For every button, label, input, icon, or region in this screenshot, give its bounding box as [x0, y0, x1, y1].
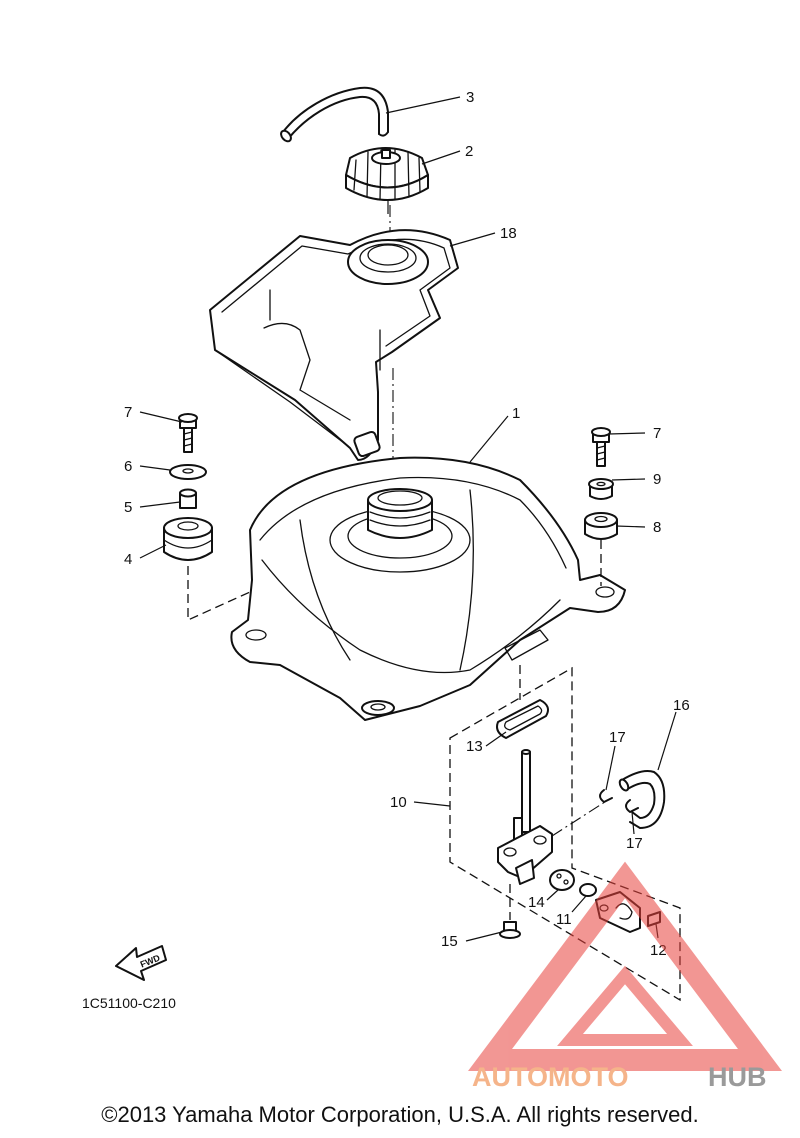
callout-10: 10 — [390, 794, 407, 811]
callout-4: 4 — [124, 551, 132, 568]
copyright-notice: ©2013 Yamaha Motor Corporation, U.S.A. A… — [101, 1102, 699, 1127]
hose-clips — [599, 789, 639, 813]
watermark-logo — [468, 861, 782, 1071]
drain-screw — [499, 921, 521, 939]
breather-hose — [280, 86, 389, 143]
callout-14: 14 — [528, 894, 545, 911]
callout-8: 8 — [653, 519, 661, 536]
callout-16: 16 — [673, 697, 690, 714]
callout-1: 1 — [512, 405, 520, 422]
fuel-cock — [497, 749, 609, 920]
watermark-hub: HUB — [708, 1062, 767, 1092]
leader-lines — [139, 96, 677, 942]
callout-11: 11 — [556, 911, 572, 928]
callout-2: 2 — [465, 143, 473, 160]
callout-7-right: 7 — [653, 425, 661, 442]
callout-9: 9 — [653, 471, 661, 488]
tank-cover — [209, 229, 459, 461]
fuel-hose — [618, 770, 666, 829]
callout-13: 13 — [466, 738, 483, 755]
fwd-arrow: FWD — [115, 945, 167, 981]
callout-3b: 3 — [466, 89, 474, 106]
fuel-tank — [230, 456, 626, 721]
left-mount-stack — [163, 413, 251, 622]
watermark-text: AUTOMOTO HUB — [472, 1062, 767, 1092]
diagram-code: 1C51100-C210 — [82, 995, 176, 1011]
fuel-cock-gasket — [496, 699, 549, 739]
watermark-automoto: AUTOMOTO — [472, 1062, 629, 1092]
right-mount-stack — [584, 427, 618, 586]
fuel-cock-filter — [549, 869, 575, 891]
callout-5: 5 — [124, 499, 132, 516]
callout-17-top: 17 — [609, 729, 626, 746]
callout-7-left: 7 — [124, 404, 132, 421]
callout-17-bottom: 17 — [626, 835, 643, 852]
callout-numbers: 1 1 2 3 4 5 6 7 7 8 9 10 11 12 13 14 15 … — [124, 89, 690, 959]
callout-18: 18 — [500, 225, 517, 242]
callout-15: 15 — [441, 933, 458, 950]
o-ring — [579, 883, 597, 897]
fuel-cap — [345, 147, 429, 214]
callout-6: 6 — [124, 458, 132, 475]
